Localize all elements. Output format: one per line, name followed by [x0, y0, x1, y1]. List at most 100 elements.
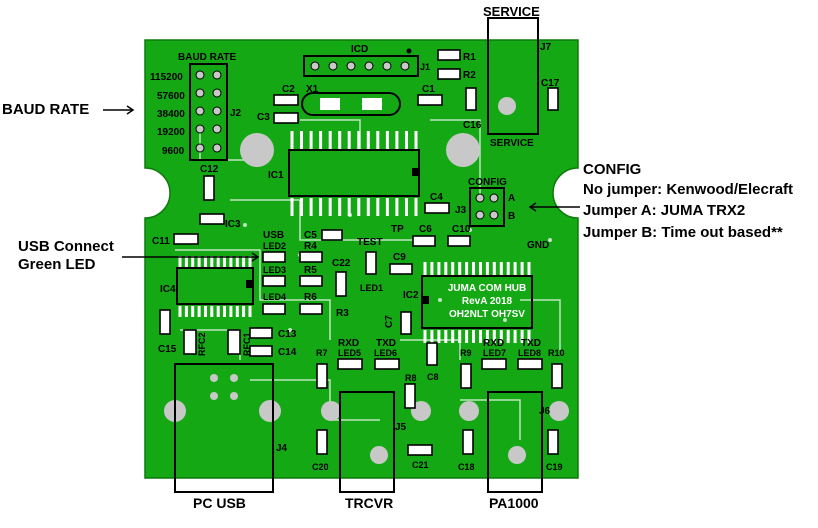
- ic-pin: [395, 131, 399, 149]
- ic-pin: [184, 256, 188, 267]
- led4: [262, 303, 286, 315]
- ref-rfc2: RFC2: [197, 332, 207, 356]
- led7-rxd: [481, 358, 507, 370]
- ic-pin: [451, 330, 455, 343]
- ref-led6: LED6: [374, 348, 397, 358]
- baud-header-label: BAUD RATE: [178, 52, 236, 63]
- ref-ic4: IC4: [160, 284, 176, 295]
- capacitor-c14: [249, 345, 273, 357]
- ic-pin: [338, 131, 342, 149]
- ic-pin: [465, 262, 469, 275]
- baud-rate-arrow: [103, 105, 135, 115]
- led5-rxd: [337, 358, 363, 370]
- ref-c20: C20: [312, 462, 329, 472]
- ref-r6: R6: [304, 292, 317, 303]
- led3: [262, 275, 286, 287]
- led8-txd: [517, 358, 543, 370]
- ic-pin: [437, 262, 441, 275]
- ic-pin: [197, 256, 201, 267]
- ic-pin: [423, 330, 427, 343]
- ic-pin: [242, 306, 246, 317]
- ic-pin: [520, 262, 524, 275]
- config-a-label: A: [508, 193, 515, 204]
- ic-pin: [319, 131, 323, 149]
- ic-pin: [290, 198, 294, 216]
- ref-c6: C6: [419, 224, 432, 235]
- ref-c10: C10: [452, 224, 471, 235]
- ref-led5: LED5: [338, 348, 361, 358]
- gnd-label: GND: [527, 240, 549, 251]
- ref-r2: R2: [463, 70, 476, 81]
- baud-rate-1: 115200: [150, 72, 183, 83]
- ref-led8: LED8: [518, 348, 541, 358]
- capacitor-c11: [173, 233, 199, 245]
- ic-pin: [527, 262, 531, 275]
- resistor-r9: [460, 363, 472, 389]
- ic-pin: [229, 306, 233, 317]
- baud-rate-3: 38400: [157, 109, 185, 120]
- crystal-x1: [301, 92, 401, 116]
- icd-header: [303, 55, 419, 77]
- ic-pin: [366, 131, 370, 149]
- ref-led3: LED3: [263, 265, 286, 275]
- rfc2-part: [183, 329, 197, 355]
- ic-pin: [309, 198, 313, 216]
- ref-c21: C21: [412, 460, 429, 470]
- ref-led2: LED2: [263, 241, 286, 251]
- usb-jack-j4: [174, 363, 274, 493]
- txd-label-trcvr: TXD: [376, 338, 396, 349]
- ic-pin: [492, 330, 496, 343]
- ref-c9: C9: [393, 252, 406, 263]
- ic3-part: [199, 213, 225, 225]
- ic-pin: [472, 330, 475, 343]
- ref-ic1: IC1: [268, 170, 284, 181]
- usb-callout-line2: Green LED: [18, 256, 96, 273]
- ref-led7: LED7: [483, 348, 506, 358]
- ic-pin: [506, 330, 510, 343]
- ic-pin: [472, 262, 475, 275]
- ic-pin: [178, 306, 182, 317]
- resistor-r2: [437, 68, 461, 80]
- service-board-label: SERVICE: [490, 138, 534, 149]
- ic-pin: [357, 131, 361, 149]
- mounting-hole: [508, 446, 526, 464]
- ic-pin: [444, 330, 448, 343]
- ic-pin: [520, 330, 524, 343]
- board-title-2: RevA 2018: [462, 296, 513, 307]
- ic-pin: [395, 198, 399, 216]
- icd-label: ICD: [351, 44, 368, 55]
- capacitor-c7: [400, 311, 412, 335]
- config-callout-line2: Jumper A: JUMA TRX2: [583, 202, 746, 219]
- capacitor-c2: [273, 94, 299, 106]
- ic2-notch: [422, 296, 429, 304]
- ic-pin: [430, 262, 434, 275]
- test-label: TEST: [357, 237, 383, 248]
- mounting-hole: [498, 97, 516, 115]
- ic2-pins: [423, 262, 531, 343]
- baud-header-pins: [195, 70, 222, 153]
- ref-c16: C16: [463, 120, 482, 131]
- ic-pin: [385, 131, 389, 149]
- ic-pin: [204, 256, 207, 267]
- ic-pin: [414, 131, 418, 149]
- ic-pin: [210, 306, 214, 317]
- capacitor-c9: [389, 263, 413, 275]
- ic-pin: [485, 330, 489, 343]
- capacitor-c15: [159, 309, 171, 335]
- resistor-r7: [316, 363, 328, 389]
- ref-j1: J1: [420, 62, 430, 72]
- ic1-notch: [412, 168, 419, 176]
- capacitor-c10: [447, 235, 471, 247]
- resistor-r10: [551, 363, 563, 389]
- baud-rate-callout: BAUD RATE: [2, 101, 90, 118]
- ref-j2: J2: [230, 108, 242, 119]
- capacitor-c18: [462, 429, 474, 455]
- ic-pin: [248, 256, 252, 267]
- capacitor-c19: [547, 429, 559, 455]
- service-callout: SERVICE: [483, 4, 540, 19]
- config-callout-line1: No jumper: Kenwood/Elecraft: [583, 181, 794, 198]
- ic-pin: [204, 306, 207, 317]
- ref-c15: C15: [158, 344, 177, 355]
- ic-pin: [223, 306, 226, 317]
- rxd-label-pa: RXD: [483, 338, 504, 349]
